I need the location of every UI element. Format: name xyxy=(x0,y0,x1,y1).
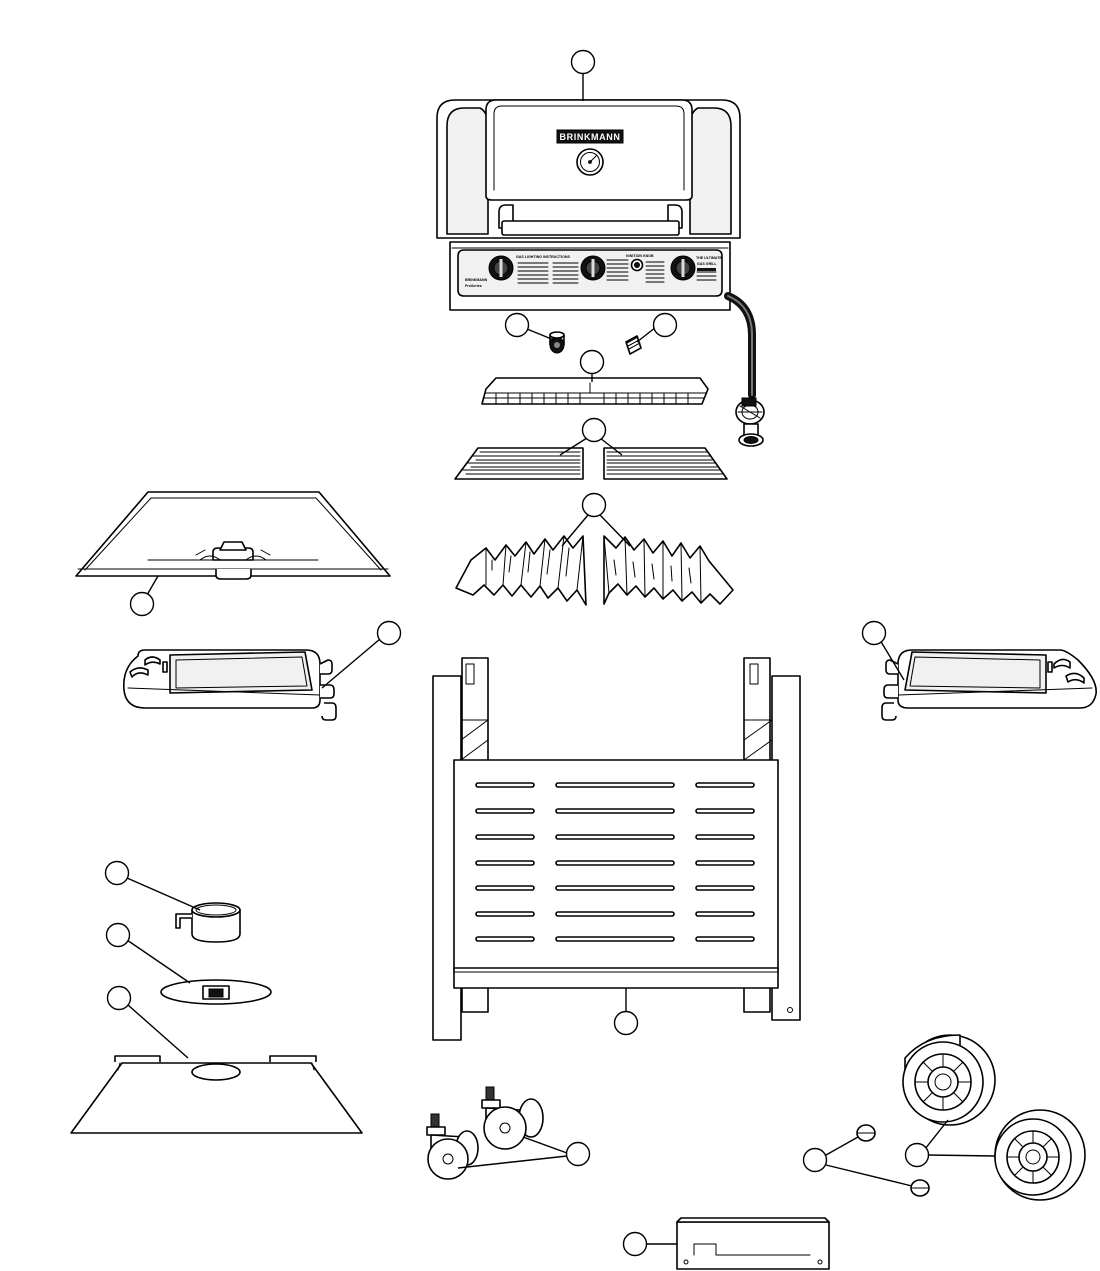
callout-lid-assembly xyxy=(570,49,596,101)
callout-tank-bracket xyxy=(622,1231,677,1257)
control-knob-icon xyxy=(670,255,696,281)
callout-grease-cup-holder xyxy=(105,922,191,984)
callout-heat-tents xyxy=(561,492,631,547)
grease-cup-holder xyxy=(160,979,272,1005)
callout-left-side-shelf xyxy=(321,620,402,689)
warming-rack xyxy=(481,377,709,405)
caster-wheel-back xyxy=(481,1086,544,1150)
panel-right-heading: THE ULTIMATE xyxy=(696,256,722,260)
callout-control-knob xyxy=(504,312,555,341)
callout-right-side-shelf xyxy=(861,620,905,681)
panel-lighting-heading: GAS LIGHTING INSTRUCTIONS xyxy=(516,255,571,259)
cart-vent-slots xyxy=(475,782,755,942)
panel-right-sub: GAS GRILL xyxy=(697,262,717,266)
bottom-tray xyxy=(75,491,391,580)
bottom-shelf xyxy=(70,1055,363,1134)
panel-instruction-lines xyxy=(517,259,717,284)
right-side-shelf xyxy=(881,649,1097,721)
cooking-grate-left xyxy=(454,447,584,480)
callout-igniter-button xyxy=(636,312,678,343)
brand-label: BRINKMANN xyxy=(560,132,621,142)
grill-head-assembly: BRINKMANN xyxy=(436,99,765,447)
heat-tent-left xyxy=(455,535,587,606)
left-side-shelf xyxy=(122,649,337,721)
callout-cart-frame xyxy=(613,988,639,1036)
panel-left-model: ProSeries xyxy=(465,284,482,288)
callout-hubcaps xyxy=(802,1136,913,1187)
hubcap-top xyxy=(856,1124,876,1142)
control-knob-part xyxy=(549,331,565,354)
igniter-button-part xyxy=(625,335,642,355)
panel-center-heading: IGNITION KNOB xyxy=(626,254,654,258)
grease-cup xyxy=(175,902,241,943)
wheel-top xyxy=(902,1034,996,1126)
caster-wheel-front xyxy=(426,1113,479,1180)
callout-bottom-tray xyxy=(129,575,159,617)
callout-cooking-grates xyxy=(559,417,623,456)
temperature-gauge-icon xyxy=(576,148,604,176)
control-knob-icon xyxy=(488,255,514,281)
tank-bracket xyxy=(676,1217,830,1270)
heat-tent-right xyxy=(603,535,734,605)
cooking-grate-right xyxy=(603,447,728,480)
callout-bottom-shelf xyxy=(106,985,189,1059)
callout-grease-cup xyxy=(104,860,201,911)
control-knob-icon xyxy=(580,255,606,281)
callout-caster-wheels xyxy=(457,1136,591,1169)
gas-regulator xyxy=(735,397,765,447)
brand-plate xyxy=(556,129,624,144)
gas-hose xyxy=(724,292,756,399)
panel-left-brand: BRINKMANN xyxy=(465,278,488,282)
hubcap-bottom xyxy=(910,1179,930,1197)
callout-warming-rack xyxy=(579,349,605,382)
callout-wheels xyxy=(904,1119,996,1168)
wheel-bottom xyxy=(994,1109,1086,1201)
cart-frame xyxy=(432,657,801,1041)
